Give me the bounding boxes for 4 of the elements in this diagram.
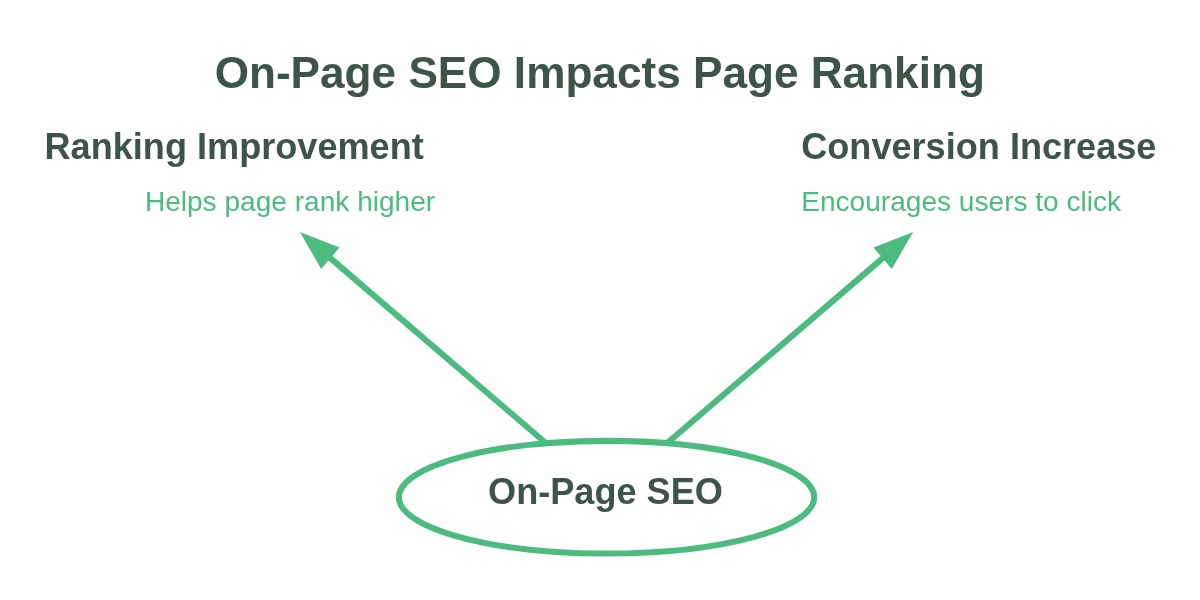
node-ellipse: On-Page SEO	[395, 437, 818, 557]
diagram-title: On-Page SEO Impacts Page Ranking	[214, 47, 985, 97]
node-text: Ranking Improvement Helps page rank higher	[44, 125, 436, 217]
node-text: Conversion Increase Encourages users to click	[801, 125, 1157, 217]
